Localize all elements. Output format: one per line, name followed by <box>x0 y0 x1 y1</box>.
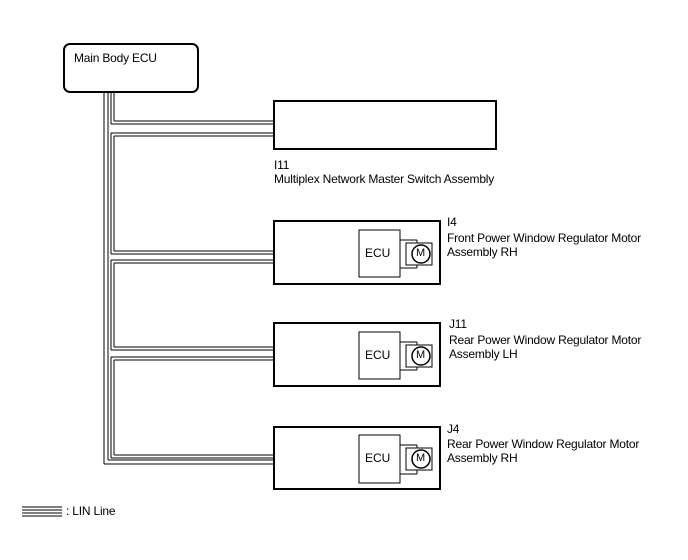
main-body-ecu-label: Main Body ECU <box>74 51 157 65</box>
module-j11 <box>273 322 441 387</box>
master-switch-name: Multiplex Network Master Switch Assembly <box>274 172 495 186</box>
module-i4-ecu-label: ECU <box>365 246 391 260</box>
module-j4-ecu-box <box>358 434 401 484</box>
main-body-ecu-box <box>63 43 199 93</box>
module-j11-motor-label: M <box>416 349 426 361</box>
module-i4-code: I4 <box>447 215 457 229</box>
module-j4-motor-icon <box>411 449 431 469</box>
module-i4-name-line1: Front Power Window Regulator Motor <box>447 231 641 245</box>
module-j11-code: J11 <box>449 317 467 331</box>
module-i4 <box>273 220 441 285</box>
master-switch-box <box>273 100 497 150</box>
module-j4 <box>273 426 441 490</box>
master-switch-code: I11 <box>274 158 290 172</box>
module-j4-name-line1: Rear Power Window Regulator Motor <box>447 437 640 451</box>
module-j4-motor-label: M <box>416 452 426 464</box>
module-j4-name-line2: Assembly RH <box>447 451 518 465</box>
module-i4-motor-label: M <box>416 247 426 259</box>
legend-label: : LIN Line <box>66 504 116 518</box>
lin-bus <box>103 92 274 465</box>
module-j11-name-line2: Assembly LH <box>449 347 518 361</box>
module-j11-name-line1: Rear Power Window Regulator Motor <box>449 333 642 347</box>
module-j11-ecu-box <box>358 331 401 380</box>
module-j4-code: J4 <box>447 422 460 436</box>
module-j11-ecu-label: ECU <box>365 348 391 362</box>
module-i4-ecu-box <box>358 229 401 278</box>
module-i4-name-line2: Assembly RH <box>447 245 518 259</box>
module-j4-ecu-label: ECU <box>365 451 391 465</box>
module-i4-motor-icon <box>411 244 431 264</box>
legend-lin-symbol <box>22 506 62 517</box>
module-j11-motor-icon <box>411 346 431 366</box>
